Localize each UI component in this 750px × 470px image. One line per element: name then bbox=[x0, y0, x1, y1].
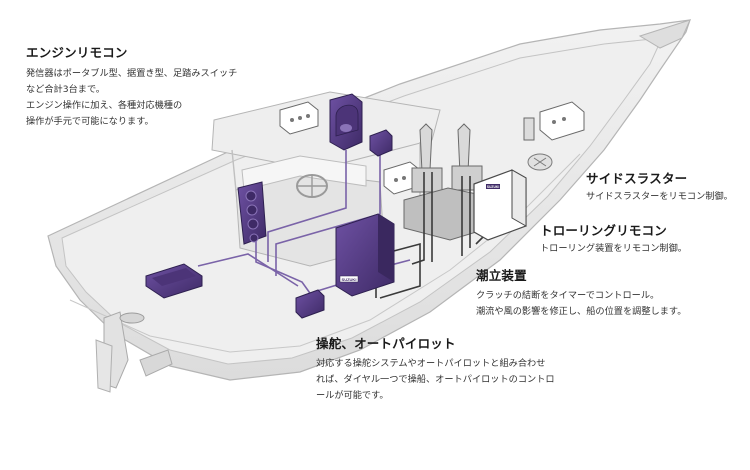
thruster-control-box: SUZUKI bbox=[473, 169, 527, 241]
engine-remote-small-icon bbox=[369, 129, 393, 157]
tide-device-label: 潮立装置 クラッチの結断をタイマーでコントロール。 潮流や風の影響を修正し、船の… bbox=[476, 265, 686, 320]
engine-remote-label: エンジンリモコン 発信器はポータブル型、据置き型、足踏みスイッチ など合計3台ま… bbox=[26, 42, 237, 130]
steering-autopilot-label: 操舵、オートパイロット 対応する操舵システムやオートパイロットと組み合わせ れば… bbox=[316, 333, 555, 404]
stern-gear bbox=[95, 311, 173, 393]
foot-switch-icon bbox=[145, 263, 203, 299]
tide-device-title: 潮立装置 bbox=[476, 268, 527, 283]
dark-cables bbox=[375, 172, 491, 299]
side-thruster-label: サイドスラスター サイドスラスターをリモコン制御。 bbox=[586, 168, 733, 205]
engine-remote-title: エンジンリモコン bbox=[26, 45, 128, 60]
engine-remote-desc-1: 発信器はポータブル型、据置き型、足踏みスイッチ bbox=[26, 68, 238, 79]
engine-remote-desc-4: 操作が手元で可能になります。 bbox=[26, 116, 154, 127]
engine-remote-desc-2: など合計3台まで。 bbox=[26, 84, 105, 95]
steering-wheel-icon bbox=[296, 174, 328, 198]
instrument-box-bow bbox=[523, 101, 585, 141]
steering-autopilot-desc-1: 対応する操舵システムやオートパイロットと組み合わせ bbox=[316, 358, 546, 369]
side-thruster-desc: サイドスラスターをリモコン制御。 bbox=[586, 191, 733, 202]
tide-device-desc-1: クラッチの結断をタイマーでコントロール。 bbox=[476, 290, 660, 301]
main-controller-box: SUZUKI bbox=[335, 213, 395, 297]
junction-box bbox=[295, 289, 325, 319]
engine-remote-handheld-icon bbox=[329, 93, 363, 151]
engine-remote-desc-3: エンジン操作に加え、各種対応機種の bbox=[26, 100, 183, 111]
steering-autopilot-desc-3: ールが可能です。 bbox=[316, 390, 389, 401]
trolling-remote-label: トローリングリモコン トローリング装置をリモコン制御。 bbox=[540, 220, 687, 257]
steering-autopilot-title: 操舵、オートパイロット bbox=[316, 336, 456, 351]
trolling-remote-title: トローリングリモコン bbox=[540, 223, 668, 238]
trolling-remote-desc: トローリング装置をリモコン制御。 bbox=[540, 243, 687, 254]
bow-thruster-fan-icon bbox=[527, 153, 553, 171]
steering-autopilot-desc-2: れば、ダイヤル一つで操船、オートパイロットのコントロ bbox=[316, 374, 555, 385]
instrument-box-top bbox=[279, 101, 319, 135]
purple-cables bbox=[197, 150, 411, 297]
main-controller-badge: SUZUKI bbox=[342, 277, 357, 282]
thruster-box-badge: SUZUKI bbox=[487, 185, 500, 189]
tide-device-desc-2: 潮流や風の影響を修正し、船の位置を調整します。 bbox=[476, 306, 687, 317]
side-thruster-title: サイドスラスター bbox=[586, 171, 688, 186]
bow-tip bbox=[638, 19, 691, 49]
switch-panel-icon bbox=[237, 181, 267, 245]
